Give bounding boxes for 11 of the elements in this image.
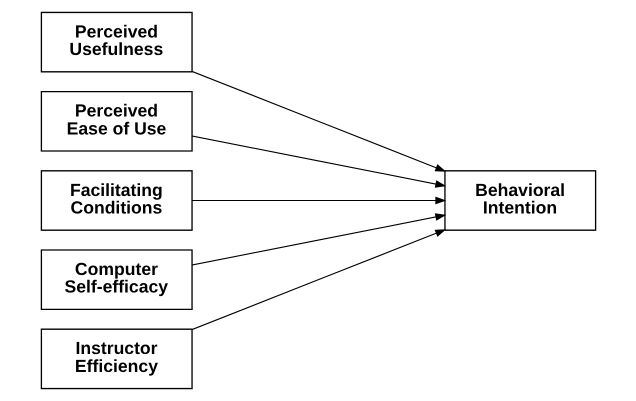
node-box: Instructor Efficiency xyxy=(40,328,192,390)
node-box: Behavioral Intention xyxy=(444,170,596,231)
arrow xyxy=(192,136,446,188)
node-box: Facilitating Conditions xyxy=(40,170,192,231)
node-box: Computer Self-efficacy xyxy=(40,249,192,310)
node-box: Perceived Ease of Use xyxy=(40,90,192,152)
arrow xyxy=(192,229,446,330)
arrow xyxy=(192,71,446,172)
node-box: Perceived Usefulness xyxy=(40,12,192,72)
arrow xyxy=(192,196,446,204)
arrow xyxy=(192,213,446,266)
